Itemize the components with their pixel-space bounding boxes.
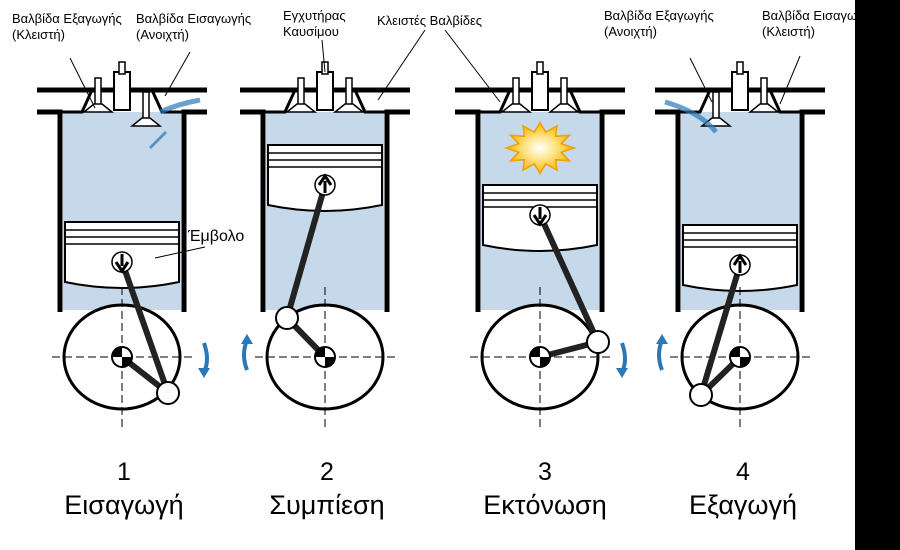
valve-head-R bbox=[747, 103, 781, 113]
rotation-arrow bbox=[242, 339, 249, 371]
piston-direction-arrow bbox=[532, 207, 548, 227]
combustion-flash bbox=[503, 121, 577, 175]
exhaust-airflow bbox=[664, 99, 718, 134]
valve-head-L bbox=[499, 103, 533, 113]
label-exhaust-valve-open-4: Βαλβίδα Εξαγωγής (Ανοιχτή) bbox=[604, 8, 714, 39]
stroke-name-2: Συμπίεση bbox=[269, 490, 385, 520]
crank-pin bbox=[586, 330, 610, 354]
intake-airflow-inner bbox=[148, 130, 168, 150]
fuel-injector-body bbox=[316, 71, 334, 111]
fuel-injector-tip bbox=[736, 61, 744, 75]
valve-ports bbox=[263, 89, 387, 114]
fuel-injector-tip bbox=[536, 61, 544, 75]
leader-line-5 bbox=[444, 29, 501, 103]
stroke-name-3: Εκτόνωση bbox=[483, 490, 607, 520]
crank-hub-marks bbox=[112, 347, 132, 367]
label-intake-valve-closed-4: Βαλβίδα Εισαγωγής (Κλειστή) bbox=[762, 8, 855, 39]
leader-line-3 bbox=[321, 39, 326, 73]
crank-hub-marks bbox=[315, 347, 335, 367]
label-intake-valve-open-1: Βαλβίδα Εισαγωγής (Ανοιχτή) bbox=[136, 11, 252, 42]
stroke-number-3: 3 bbox=[538, 458, 552, 486]
crank-pin bbox=[156, 381, 180, 405]
cylinder-wall-right bbox=[799, 109, 825, 312]
rotation-arrow-head bbox=[198, 368, 210, 378]
rotation-arrow bbox=[657, 339, 664, 371]
piston-direction-arrow bbox=[114, 254, 130, 274]
fuel-injector-body bbox=[113, 71, 131, 111]
stroke-name-4: Εξαγωγή bbox=[688, 490, 798, 520]
rotation-arrow-head bbox=[241, 334, 253, 344]
stroke-name-1: Εισαγωγή bbox=[64, 490, 184, 520]
valve-head-L bbox=[81, 103, 115, 113]
stroke-panel-1 bbox=[37, 61, 210, 427]
valve-head-R bbox=[129, 117, 163, 127]
stroke-number-1: 1 bbox=[117, 458, 131, 486]
valve-head-R bbox=[547, 103, 581, 113]
stroke-number-2: 2 bbox=[320, 458, 334, 486]
connecting-rod bbox=[119, 261, 171, 394]
crank-pin bbox=[275, 306, 299, 330]
intake-airflow bbox=[158, 97, 201, 115]
leader-line-7 bbox=[779, 55, 801, 105]
label-piston: Έμβολο bbox=[188, 228, 245, 245]
label-valves-closed-2: Κλειστές Βαλβίδες bbox=[377, 13, 483, 28]
valve-head-R bbox=[332, 103, 366, 113]
fuel-injector-body bbox=[731, 71, 749, 111]
cylinder-wall-right bbox=[181, 109, 207, 312]
piston-direction-arrow bbox=[732, 253, 748, 273]
label-fuel-injector-2: Εγχυτήρας Καυσίμου bbox=[283, 8, 346, 39]
fuel-injector-tip bbox=[118, 61, 126, 75]
leader-line-6 bbox=[689, 57, 713, 103]
stroke-panel-4 bbox=[655, 61, 825, 427]
crank-hub-marks bbox=[530, 347, 550, 367]
rotation-arrow-head bbox=[656, 334, 668, 344]
valve-head-L bbox=[284, 103, 318, 113]
valve-ports bbox=[478, 89, 602, 114]
rotation-arrow-head bbox=[616, 368, 628, 378]
fuel-injector-body bbox=[531, 71, 549, 111]
stroke-panel-3 bbox=[455, 61, 628, 427]
cylinder-wall-right bbox=[599, 109, 625, 312]
leader-line-1 bbox=[69, 57, 96, 109]
leader-line-8 bbox=[154, 246, 206, 259]
label-exhaust-valve-closed-1: Βαλβίδα Εξαγωγής (Κλειστή) bbox=[12, 11, 122, 42]
connecting-rod bbox=[698, 264, 743, 396]
stroke-number-4: 4 bbox=[736, 458, 750, 486]
cylinder-wall-left bbox=[655, 109, 681, 312]
cylinder-wall-left bbox=[240, 109, 266, 312]
cylinder-wall-right bbox=[384, 109, 410, 312]
engine-stroke-illustration bbox=[37, 29, 825, 427]
stroke-panel-2 bbox=[240, 61, 410, 427]
rotation-arrow bbox=[620, 342, 627, 373]
cylinder-wall-left bbox=[455, 109, 481, 312]
connecting-rod bbox=[537, 213, 601, 344]
rotation-arrow bbox=[202, 342, 209, 373]
connecting-rod bbox=[284, 184, 328, 319]
leader-line-2 bbox=[164, 51, 191, 97]
cylinder-wall-left bbox=[37, 109, 63, 312]
crank-pin bbox=[689, 383, 713, 407]
piston-direction-arrow bbox=[317, 173, 333, 193]
leader-line-4 bbox=[377, 29, 426, 101]
crank-hub-marks bbox=[730, 347, 750, 367]
